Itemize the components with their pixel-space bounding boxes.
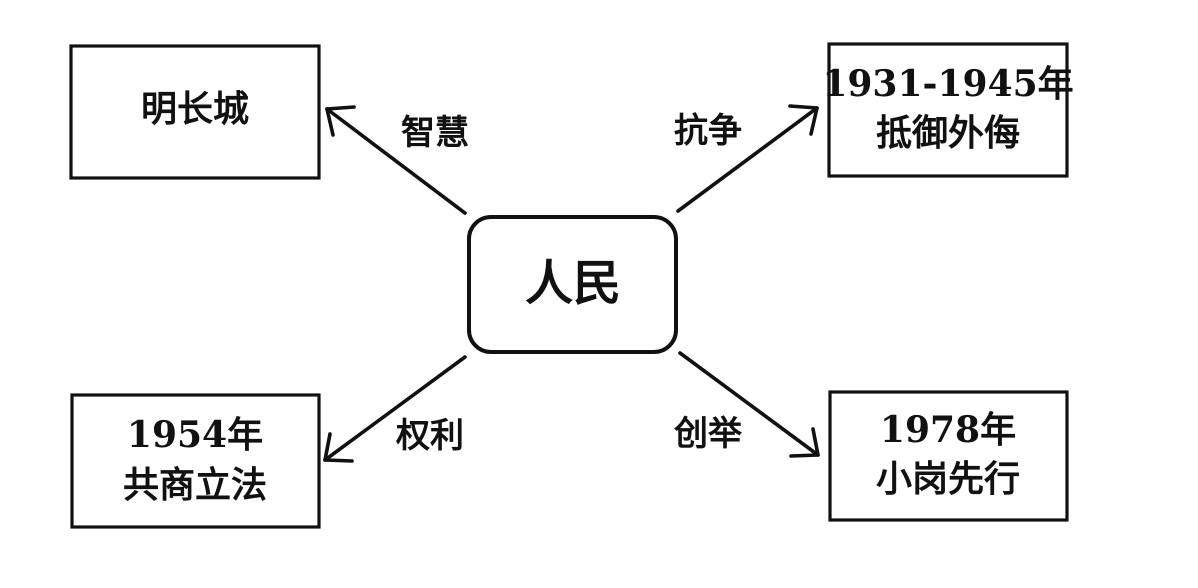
node-bottom-left: 1954年 共商立法 (70, 393, 321, 529)
node-bottom-right-line-2: 小岗先行 (876, 458, 1020, 500)
edge-label-bottom-left: 权利 (395, 416, 464, 456)
edge-label-top-right: 抗争 (674, 111, 742, 151)
node-bottom-left-line-2: 共商立法 (123, 464, 267, 506)
arrow-top-left (325, 105, 467, 215)
node-bottom-right-line-1: 1978年 (880, 409, 1016, 451)
arrow-bottom-right (678, 351, 820, 458)
node-bottom-right: 1978年 小岗先行 (828, 390, 1069, 522)
node-top-left-line-1: 明长城 (141, 88, 249, 130)
center-node: 人民 (467, 215, 678, 354)
center-node-label: 人民 (525, 256, 621, 312)
node-top-right-line-2: 抵御外侮 (876, 112, 1020, 154)
node-top-right: 1931-1945年 抵御外侮 (822, 42, 1074, 178)
node-top-left: 明长城 (69, 44, 321, 180)
arrow-bottom-left (323, 355, 467, 463)
arrow-top-right (676, 104, 819, 213)
node-top-right-line-1: 1931-1945年 (822, 63, 1073, 105)
node-bottom-left-line-1: 1954年 (127, 414, 263, 456)
edge-label-bottom-right: 创举 (673, 414, 743, 454)
edge-label-top-left: 智慧 (401, 113, 469, 153)
